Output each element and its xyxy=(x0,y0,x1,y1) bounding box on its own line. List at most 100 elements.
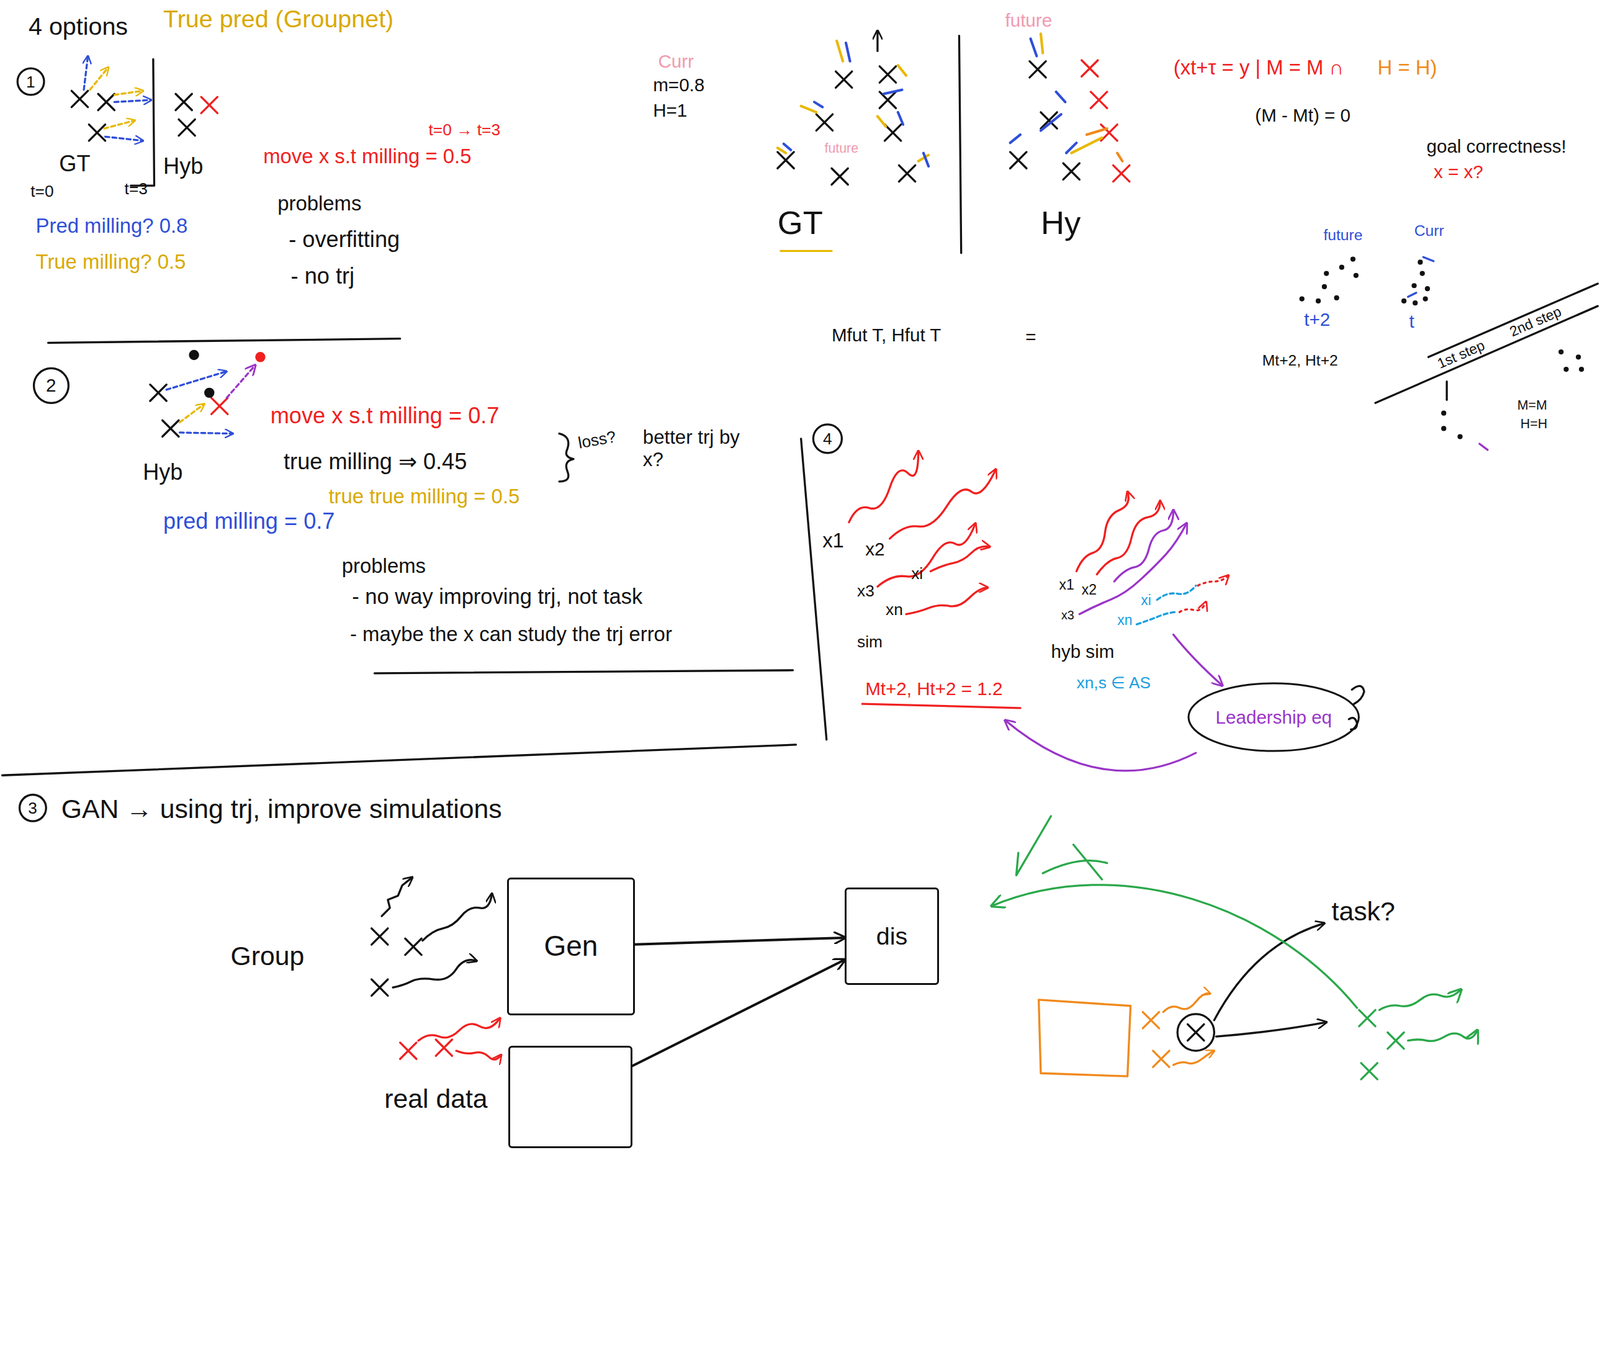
note-text: hyb sim xyxy=(1050,641,1115,663)
callout-number: 4 xyxy=(822,429,833,449)
callout-circle xyxy=(813,424,842,454)
note-text: Mt+2, Ht+2 = 1.2 xyxy=(865,678,1003,700)
tick xyxy=(1446,381,1448,401)
note-text: - no way improving trj, not task xyxy=(351,584,643,610)
note-text: Hyb xyxy=(163,153,203,180)
note-text: GT xyxy=(58,150,90,177)
agent-x xyxy=(816,114,833,131)
hyb-heading xyxy=(1086,128,1123,162)
cross-mark xyxy=(1042,844,1108,880)
agent-x xyxy=(211,397,228,414)
section-line xyxy=(2,744,797,776)
callout-circle xyxy=(17,68,45,95)
agent-x xyxy=(879,91,896,108)
node-heading: real data xyxy=(384,1083,488,1115)
pred-heading xyxy=(783,42,929,167)
true-trajectory xyxy=(114,90,143,95)
node-text: Gen xyxy=(543,929,598,963)
note-text: Group xyxy=(230,940,305,972)
agent-x xyxy=(1387,1032,1404,1049)
note-text: pred milling = 0.7 xyxy=(163,508,335,535)
gen-trajectory xyxy=(1173,1050,1215,1066)
pred-trajectory xyxy=(179,432,233,434)
note-text: = xyxy=(1025,326,1036,348)
target-dot xyxy=(189,350,198,359)
pred-trajectory xyxy=(114,99,151,102)
agent-trajectory xyxy=(1179,602,1206,612)
note-text: t=0 xyxy=(30,181,54,201)
agent-x xyxy=(162,420,179,437)
dot xyxy=(1424,286,1430,292)
callout-circle xyxy=(34,368,69,403)
callout-number: 1 xyxy=(26,71,36,91)
note-text: M=M xyxy=(1517,397,1548,414)
true-heading xyxy=(777,40,929,162)
sim-trajectory xyxy=(906,587,989,615)
sim-trajectory xyxy=(877,523,976,587)
agent-x xyxy=(435,1039,452,1056)
feedback-arrow xyxy=(1173,634,1223,686)
true-heading xyxy=(1040,33,1103,153)
true-trajectory xyxy=(179,404,205,423)
note-text: xn xyxy=(885,600,904,619)
agent-x xyxy=(1142,1012,1159,1029)
note-text: H=1 xyxy=(652,99,688,122)
pred-trajectory xyxy=(105,136,144,141)
target-dot xyxy=(256,353,265,362)
agent-x xyxy=(1081,60,1098,77)
dot xyxy=(1350,256,1356,262)
selected-agent xyxy=(1177,1014,1214,1051)
agent-x xyxy=(71,90,88,107)
section-line xyxy=(48,338,401,344)
pred-heading xyxy=(1010,38,1077,153)
output-arrow xyxy=(1216,1022,1327,1037)
agent-x xyxy=(178,119,195,136)
callout-number: 2nd step xyxy=(1507,302,1565,340)
dot xyxy=(1401,298,1407,304)
dot xyxy=(1321,284,1327,290)
agent-x xyxy=(898,165,915,182)
underline xyxy=(374,670,794,674)
note-text: x3 xyxy=(1061,608,1075,623)
agent-x xyxy=(1029,61,1046,78)
real-trajectory xyxy=(418,1017,501,1041)
divider-line xyxy=(958,35,961,254)
group-trajectory xyxy=(392,960,477,988)
note-text: GT xyxy=(777,204,823,243)
group-trajectory xyxy=(381,877,413,917)
agent-x xyxy=(405,938,422,955)
note-text: xi xyxy=(911,564,923,583)
note-text: (xt+τ = y | M = M ∩ xyxy=(1173,55,1344,80)
note-text: xn,s ∈ AS xyxy=(1076,673,1151,693)
tick xyxy=(1479,443,1488,450)
agent-x xyxy=(175,93,192,110)
agent-trajectory xyxy=(1156,585,1196,601)
agent-x xyxy=(884,124,901,141)
dot xyxy=(1411,283,1417,288)
note-text: H=H xyxy=(1520,416,1548,432)
agent-x xyxy=(1113,165,1130,182)
dot xyxy=(1563,366,1569,372)
hyb-trajectory xyxy=(1096,500,1160,575)
agent-x xyxy=(1359,1009,1376,1026)
note-text: better trj by x? xyxy=(642,426,766,472)
note-text: Hyb xyxy=(142,459,183,486)
note-text: future xyxy=(1323,226,1363,244)
note-text: task? xyxy=(1331,896,1396,927)
out-trajectory xyxy=(1379,989,1462,1010)
note-text: GAN → using trj, improve simulations xyxy=(61,793,503,825)
note-text: 4 options xyxy=(28,12,128,41)
leadership-ellipse: Leadership eq xyxy=(1186,681,1361,753)
group-trajectory xyxy=(422,893,493,941)
note-text: xn xyxy=(1117,611,1133,629)
divider-line xyxy=(130,58,155,186)
real-data-box: real data xyxy=(508,1045,634,1148)
band-line xyxy=(1428,283,1599,357)
dot xyxy=(1417,259,1423,265)
callout-number: 2 xyxy=(45,374,56,396)
dot xyxy=(1441,410,1447,416)
note-text: True pred (Groupnet) xyxy=(163,4,394,33)
note-text: loss? xyxy=(576,426,618,452)
target-dot xyxy=(205,388,214,397)
